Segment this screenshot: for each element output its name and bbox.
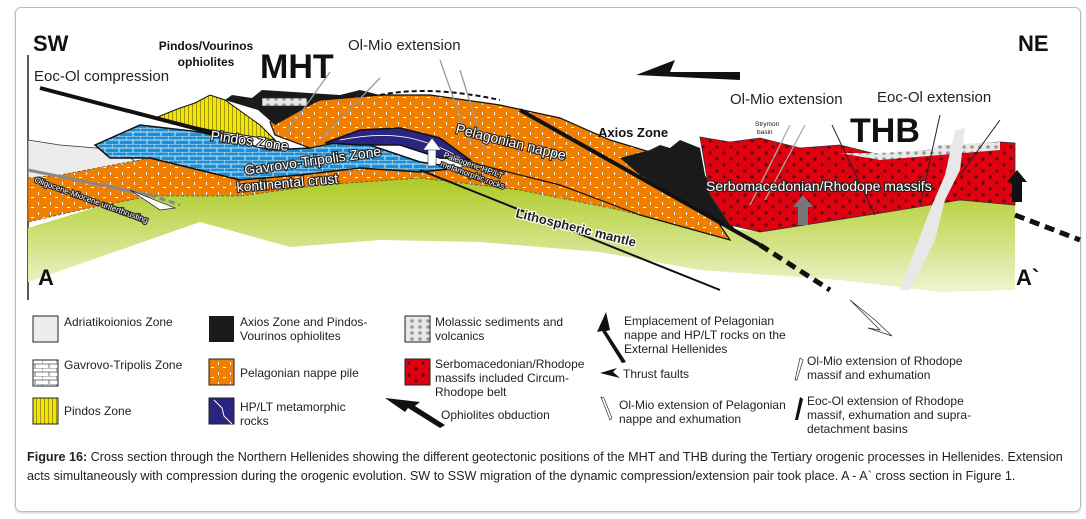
eocol-extension-label: Eoc-Ol extension: [877, 89, 991, 106]
eocol-compression-label: Eoc-Ol compression: [34, 68, 169, 85]
legend-ophiolites-obduction-icon: [385, 398, 445, 428]
legend-olmio-rhodope-icon: [794, 357, 804, 381]
dashed-fault-right: [1014, 212, 1081, 243]
uplift-arrow-grey: [798, 205, 808, 225]
legend-olmio-pelagonian: Ol-Mio extension of Pelagonian nappe and…: [619, 398, 786, 426]
legend-emplacement-icon: [597, 312, 626, 363]
section-end-label: A`: [1016, 265, 1039, 290]
legend-pelagonian: Pelagonian nappe pile: [240, 366, 359, 380]
caption-text: Cross section through the Northern Helle…: [27, 450, 1063, 483]
lithospheric-mantle-layer: [28, 172, 1015, 292]
section-start-label: A: [38, 265, 54, 290]
cross-section-diagram: SW NE A A` Pindos/Vourinos ophiolites MH…: [27, 31, 1081, 428]
legend-pindos: Pindos Zone: [64, 404, 132, 418]
dashed-fault: [758, 242, 832, 293]
figure-frame: [15, 7, 1081, 512]
molassic-basin-mht: [261, 97, 308, 107]
ophiolites-label-2: ophiolites: [178, 55, 235, 69]
legend-swatch-pindos: [32, 397, 59, 425]
legend-swatch-axios: [209, 316, 234, 342]
legend-swatch-gavrovo: [32, 359, 59, 387]
caption-label: Figure 16:: [27, 450, 88, 464]
extension-faults: [284, 59, 486, 151]
direction-ne: NE: [1018, 31, 1049, 56]
axios-zone-body: [620, 140, 760, 245]
olmio-extension-right-label: Ol-Mio extension: [730, 91, 843, 108]
strymon-label-2: basin: [757, 129, 773, 136]
legend-molassic: Molassic sediments and volcanics: [435, 315, 564, 343]
thrust-fault: [39, 86, 761, 247]
legend-olmio-rhodope: Ol-Mio extension of Rhodope massif and e…: [807, 354, 963, 382]
mht-label: MHT: [260, 48, 334, 86]
legend-swatch-pelagonian: [208, 358, 235, 386]
legend-gavrovo: Gavrovo-Tripolis Zone: [64, 358, 183, 372]
legend-olmio-pelagonian-icon: [600, 396, 613, 421]
ophiolites-obduction-arrow: [636, 60, 740, 80]
legend-eocol-rhodope-icon: [795, 397, 803, 420]
mantle-fault: [419, 169, 721, 291]
legend-adriatikoionios: Adriatikoionios Zone: [64, 315, 173, 329]
olmio-extension-left-label: Ol-Mio extension: [348, 37, 461, 54]
dashed-detachment: [379, 90, 501, 101]
legend-swatch-molassic: [404, 315, 431, 343]
ophiolites-label-1: Pindos/Vourinos: [159, 39, 254, 53]
legend-axios: Axios Zone and Pindos-Vourinos ophiolite…: [240, 315, 368, 343]
serbomacedonian-label: Serbomacedonian/Rhodope massifs: [706, 178, 932, 194]
gavrovo-tripolis-layer: [93, 124, 461, 181]
strymon-label-1: Strymon: [755, 121, 780, 128]
uplift-arrow-black: [1012, 180, 1022, 202]
unterthrusting-arrow: [129, 189, 177, 211]
direction-sw: SW: [33, 31, 69, 56]
legend-swatch-hplt: [208, 397, 235, 425]
unterthrust-fault: [27, 168, 151, 197]
legend-ophiolites-obduction: Ophiolites obduction: [441, 408, 550, 422]
intrusion: [900, 128, 965, 290]
diagram-extension-arrow: [849, 299, 893, 337]
legend-thrust-faults: Thrust faults: [623, 367, 690, 381]
uplift-arrow-white: [427, 147, 437, 167]
legend-thrust-fault-icon: [600, 368, 620, 378]
axios-zone-label: Axios Zone: [598, 125, 668, 140]
legend-serbomacedonian: Serbomacedonian/Rhodope massifs included…: [435, 357, 585, 399]
legend-swatch-serbomacedonian: [404, 358, 431, 386]
legend-swatch-adriatikoionios: [32, 315, 59, 343]
figure-caption: Figure 16: Cross section through the Nor…: [27, 448, 1067, 486]
thb-label: THB: [850, 112, 920, 150]
legend-emplacement: Emplacement of Pelagonian nappe and HP/L…: [624, 314, 786, 356]
legend-hplt: HP/LT metamorphic rocks: [240, 400, 346, 428]
legend-eocol-rhodope: Eoc-Ol extension of Rhodope massif, exhu…: [807, 394, 972, 436]
